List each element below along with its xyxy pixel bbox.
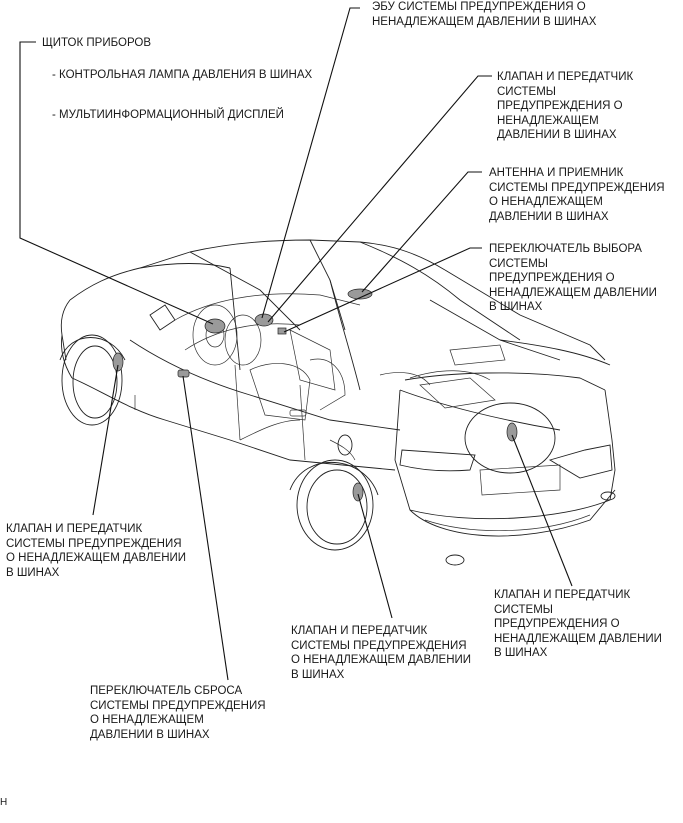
label-select-switch: ПЕРЕКЛЮЧАТЕЛЬ ВЫБОРА СИСТЕМЫ ПРЕДУПРЕЖДЕ… bbox=[489, 243, 657, 313]
label-cluster-item-lamp: - КОНТРОЛЬНАЯ ЛАМПА ДАВЛЕНИЯ В ШИНАХ bbox=[52, 69, 313, 81]
cluster-component bbox=[204, 318, 226, 334]
label-cluster-item-display: - МУЛЬТИИНФОРМАЦИОННЫЙ ДИСПЛЕЙ bbox=[52, 109, 284, 121]
leader-reset-switch bbox=[182, 375, 229, 681]
label-ecu: ЭБУ СИСТЕМЫ ПРЕДУПРЕЖДЕНИЯ О НЕНАДЛЕЖАЩЕ… bbox=[372, 1, 597, 28]
front-left-valve-component bbox=[112, 352, 124, 372]
components bbox=[112, 288, 518, 502]
rear-left-valve-component bbox=[352, 482, 364, 502]
car-body bbox=[59, 239, 616, 566]
ecu-component bbox=[254, 313, 274, 327]
footer-mark: H bbox=[0, 797, 8, 808]
label-valve-rear-right: КЛАПАН И ПЕРЕДАТЧИК СИСТЕМЫ ПРЕДУПРЕЖДЕН… bbox=[494, 589, 662, 659]
rear-right-valve-component bbox=[506, 422, 518, 442]
label-reset-switch: ПЕРЕКЛЮЧАТЕЛЬ СБРОСА СИСТЕМЫ ПРЕДУПРЕЖДЕ… bbox=[90, 685, 266, 741]
label-valve-front-left: КЛАПАН И ПЕРЕДАТЧИК СИСТЕМЫ ПРЕДУПРЕЖДЕН… bbox=[6, 523, 187, 579]
select-switch-component bbox=[277, 327, 287, 335]
leader-valve-front-left bbox=[92, 364, 119, 516]
leader-valve-rear-right bbox=[511, 434, 573, 587]
label-valve-top-right: КЛАПАН И ПЕРЕДАТЧИК СИСТЕМЫ ПРЕДУПРЕЖДЕН… bbox=[497, 71, 634, 141]
label-valve-rear-left: КЛАПАН И ПЕРЕДАТЧИК СИСТЕМЫ ПРЕДУПРЕЖДЕН… bbox=[291, 625, 472, 681]
leader-lines bbox=[19, 7, 573, 681]
leader-valve-rr-top bbox=[267, 75, 492, 323]
leader-select-switch bbox=[283, 247, 482, 333]
leader-ecu bbox=[261, 7, 360, 319]
label-cluster-title: ЩИТОК ПРИБОРОВ bbox=[42, 37, 151, 49]
leader-antenna bbox=[361, 171, 482, 293]
leader-valve-rear-left bbox=[357, 493, 393, 619]
antenna-component bbox=[347, 288, 373, 300]
leader-cluster bbox=[19, 41, 214, 325]
label-antenna-receiver: АНТЕННА И ПРИЕМНИК СИСТЕМЫ ПРЕДУПРЕЖДЕНИ… bbox=[489, 167, 665, 223]
